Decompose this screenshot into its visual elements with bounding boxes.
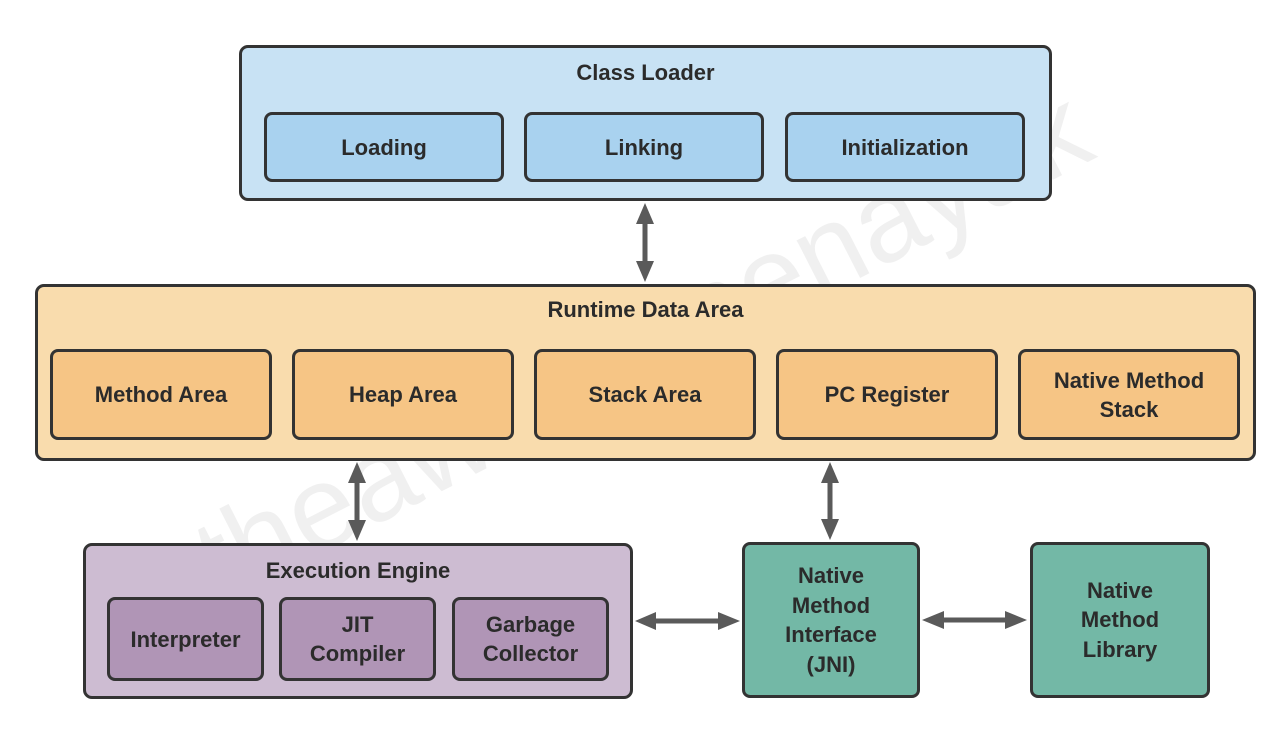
arrow-runtime-execution	[348, 462, 366, 541]
method-area-label: Method Area	[94, 382, 228, 407]
initialization-label: Initialization	[841, 134, 969, 160]
heap-area-box: Heap Area	[292, 349, 514, 440]
arrow-execution-jni	[635, 612, 740, 630]
heap-area-label: Heap Area	[348, 382, 457, 407]
native-method-library-box: Native Method Library	[1030, 542, 1210, 698]
native-method-library-label: Native Method Library	[1080, 577, 1160, 662]
execution-engine-title: Execution Engine	[265, 558, 451, 583]
arrow-classloader-runtime	[636, 203, 654, 282]
execution-engine-box: Execution Engine Interpreter JIT Compile…	[83, 543, 633, 699]
method-area-box: Method Area	[50, 349, 272, 440]
native-method-stack-label: Native Method Stack	[1053, 367, 1205, 422]
class-loader-box: Class Loader Loading Linking Initializat…	[239, 45, 1052, 201]
linking-box: Linking	[524, 112, 764, 182]
arrow-jni-library	[922, 611, 1027, 629]
runtime-data-area-title: Runtime Data Area	[547, 297, 744, 322]
native-method-interface-label: Native Method Interface (JNI)	[785, 563, 877, 677]
interpreter-box: Interpreter	[107, 597, 264, 681]
native-method-interface-box: Native Method Interface (JNI)	[742, 542, 920, 698]
initialization-box: Initialization	[785, 112, 1025, 182]
pc-register-box: PC Register	[776, 349, 998, 440]
native-method-stack-box: Native Method Stack	[1018, 349, 1240, 440]
jit-compiler-box: JIT Compiler	[279, 597, 436, 681]
stack-area-label: Stack Area	[588, 382, 702, 407]
loading-label: Loading	[341, 134, 427, 160]
linking-label: Linking	[604, 134, 684, 160]
garbage-collector-label: Garbage Collector	[482, 612, 579, 666]
stack-area-box: Stack Area	[534, 349, 756, 440]
garbage-collector-box: Garbage Collector	[452, 597, 609, 681]
interpreter-label: Interpreter	[130, 626, 241, 652]
loading-box: Loading	[264, 112, 504, 182]
jit-compiler-label: JIT Compiler	[309, 612, 406, 666]
runtime-data-area-box: Runtime Data Area Method Area Heap Area …	[35, 284, 1256, 461]
pc-register-label: PC Register	[824, 382, 950, 407]
class-loader-title: Class Loader	[576, 60, 715, 85]
arrow-runtime-jni	[821, 462, 839, 540]
